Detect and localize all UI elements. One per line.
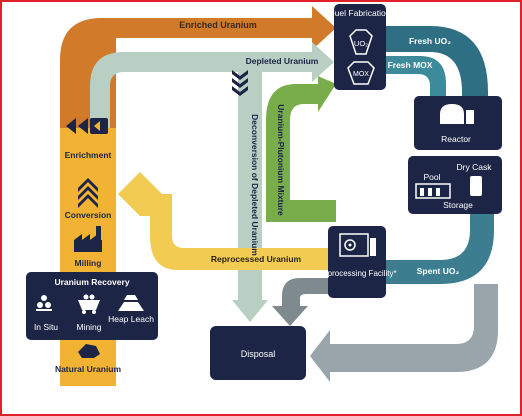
depleted-uranium-flow [90,42,334,300]
fresh-uo2-label: Fresh UO₂ [409,36,451,46]
enriched-uranium-flow [60,6,336,128]
svg-text:UO₂: UO₂ [354,39,368,48]
centrifuge-arrows-icon [66,118,108,134]
waste-to-disposal-flow [310,284,498,382]
fresh-mox-label: Fresh MOX [388,60,433,70]
natural-uranium-label: Natural Uranium [55,364,122,374]
reactor-dome-icon [440,104,474,124]
mixture-label: Uranium-Plutonium Mixture [276,104,286,216]
pool-label: Pool [423,172,440,182]
disposal-box: Disposal [210,326,306,380]
rising-arrows-icon [78,178,98,208]
reprocessed-uranium-label: Reprocessed Uranium [211,254,302,264]
uranium-recovery-title: Uranium Recovery [54,277,129,287]
reprocessing-box: Reprocessing Facility* [317,226,397,298]
dry-cask-icon [470,176,482,196]
ore-rock-icon [78,344,100,358]
mining-label: Mining [76,322,101,332]
spent-mox-label: Spent MOX [393,240,439,250]
depleted-uranium-label: Depleted Uranium [246,56,319,66]
enrichment-stage: Enrichment [65,118,112,160]
well-field-icon [36,295,52,311]
reactor-label: Reactor [441,134,471,144]
enriched-uranium-label: Enriched Uranium [179,20,257,30]
conversion-stage: Conversion [65,178,112,220]
storage-box: Pool Dry Cask Storage [408,156,502,214]
svg-text:MOX: MOX [353,71,369,78]
storage-label: Storage [443,200,473,210]
depleted-to-disposal-arrow [232,300,268,322]
reprocessing-plant-icon [339,233,376,257]
heap-leach-label: Heap Leach [108,314,154,324]
spent-uo2-label: Spent UO₂ [417,266,460,276]
uranium-recovery-box: Uranium Recovery In Situ Mining Heap Lea… [26,272,158,340]
pool-icon [415,183,451,199]
enrichment-label: Enrichment [65,150,112,160]
conversion-label: Conversion [65,210,112,220]
reactor-box: Reactor [414,96,502,150]
milling-label: Milling [75,258,102,268]
milling-stage: Milling [74,226,102,268]
factory-icon [74,226,102,252]
mine-cart-icon [78,294,100,314]
fuel-fabrication-box: Fuel Fabrication UO₂ MOX [330,4,391,90]
reprocessed-uranium-flow [118,172,336,270]
descending-arrows-icon [232,70,248,96]
fresh-mox-flow [384,56,446,96]
fuel-fabrication-label: Fuel Fabrication [330,8,391,18]
fresh-fuel-flow [384,26,488,96]
uranium-plutonium-mixture-flow [266,76,336,222]
dry-cask-label: Dry Cask [457,162,493,172]
deconversion-label: Deconversion of Depleted Uranium [250,114,260,256]
spent-fuel-flow [384,214,494,284]
mox-badge: MOX [347,61,375,85]
natural-uranium-stage: Natural Uranium [55,340,122,386]
heap-pile-icon [118,295,144,311]
uo2-badge: UO₂ [349,29,373,55]
disposal-label: Disposal [241,349,276,359]
in-situ-label: In Situ [34,322,58,332]
reprocessing-waste-flow [272,278,340,326]
reprocessing-label: Reprocessing Facility* [317,269,396,278]
